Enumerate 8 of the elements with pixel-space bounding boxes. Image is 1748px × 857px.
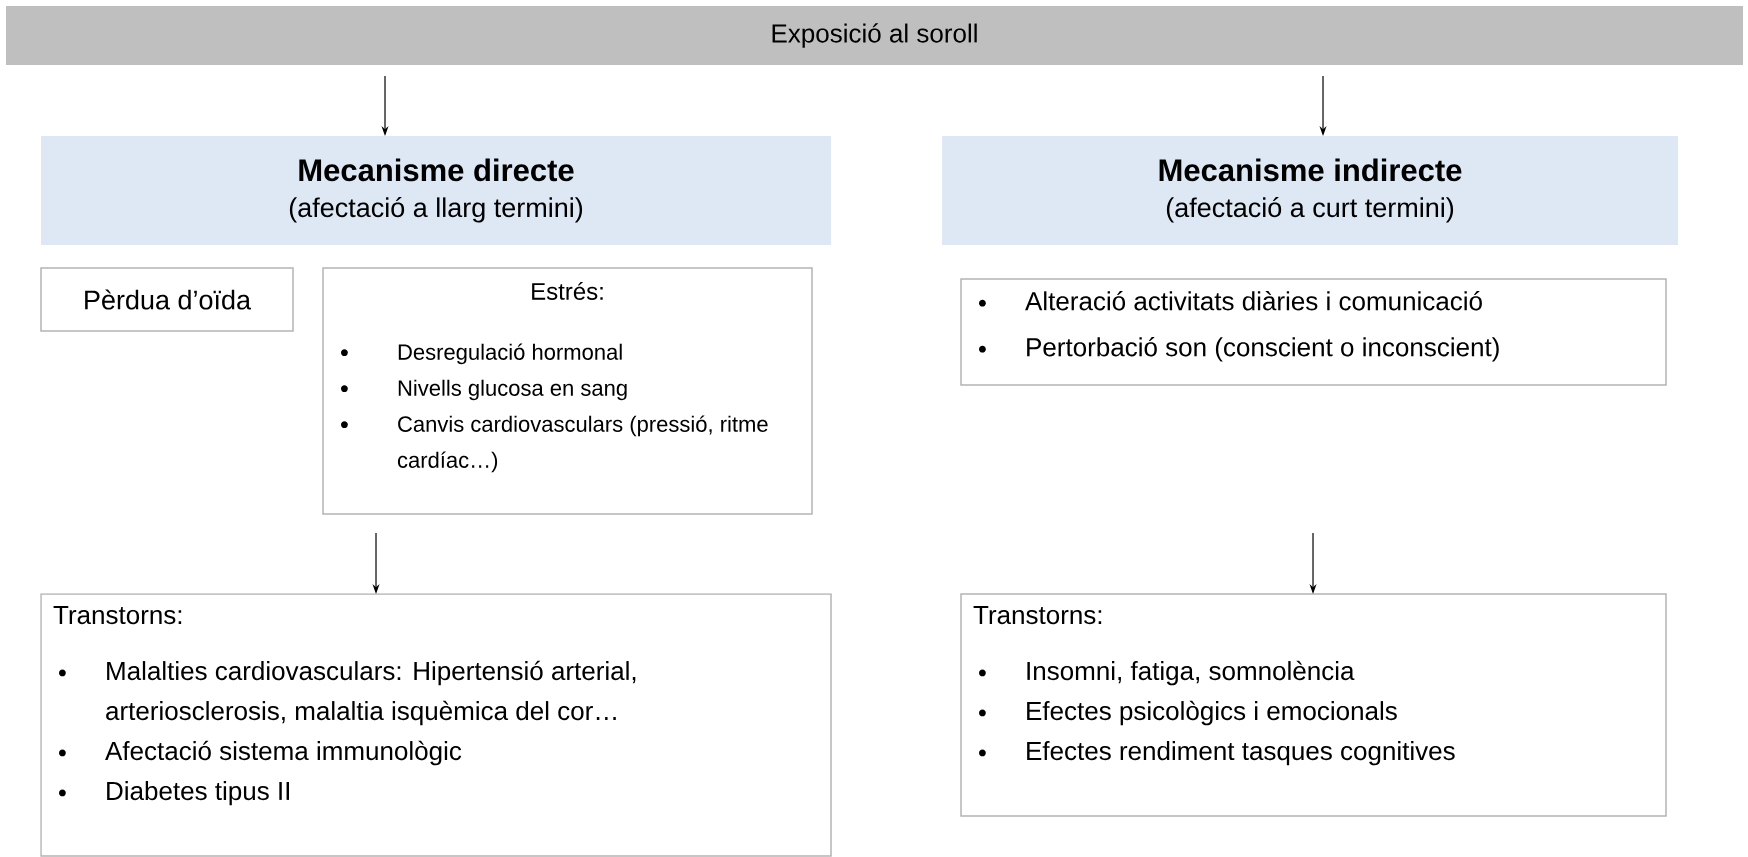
process-box: Alteració activitats diàries i comunicació Pertorbació son (conscient o inconscient) — [960, 278, 1667, 386]
heading-box: Mecanisme directe (afectació a llarg termini) — [41, 136, 831, 245]
banner-bar: Exposició al soroll — [6, 6, 1743, 65]
process-box: Transtorns: Malalties cardiovasculars: Hipertensió arterial, arteriosclerosis, malaltia isquèmica del cor… Afectació sistema immunològic Diabetes tipus II — [40, 593, 832, 857]
process-box: Transtorns: Insomni, fatiga, somnolència Efectes psicològics i emocionals Efectes rendiment tasques cognitives — [960, 593, 1667, 817]
heading-box: Mecanisme indirecte (afectació a curt termini) — [942, 136, 1678, 245]
process-box: Estrés: Desregulació hormonal Nivells glucosa en sang Canvis cardiovasculars (pressió, ritme cardíac…) — [322, 267, 813, 515]
process-box: Pèrdua d’oïda — [40, 267, 294, 332]
